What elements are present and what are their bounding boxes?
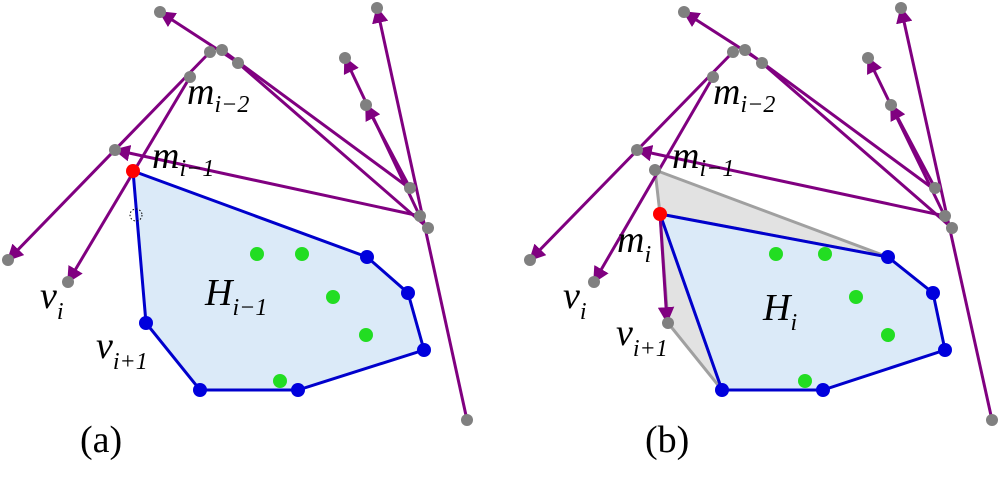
current-point-m-i-1 [126,164,140,178]
interior-points [250,247,373,388]
caption-a: (a) [80,419,122,461]
dotted-marker [129,208,143,222]
label-m-i-2: mi−2 [713,71,775,118]
interior-points [769,247,895,388]
hull-vertices [715,250,952,397]
hull-vertices [139,250,431,397]
ray-endpoints [2,2,473,426]
label-m-i-2: mi−2 [187,71,249,118]
label-v-i: vi [40,275,64,325]
label-hull: Hi [762,287,797,336]
label-hull: Hi−1 [204,272,267,321]
label-v-i-1: vi+1 [96,325,148,375]
current-point-m-i [653,207,667,221]
label-m-i-1: mi−1 [672,135,734,182]
panel-b: mi−2 mi−1 mi vi vi+1 Hi (b) [524,2,998,461]
panel-a: mi−2 mi−1 vi vi+1 Hi−1 (a) [2,2,473,461]
label-v-i-1: vi+1 [616,312,668,362]
caption-b: (b) [645,419,689,461]
ray-endpoints [524,2,998,426]
label-v-i: vi [563,275,587,325]
ray-lines [528,6,994,421]
hull-polygon [131,168,426,392]
label-m-i: mi [617,219,651,268]
label-m-i-1: mi−1 [152,135,214,182]
